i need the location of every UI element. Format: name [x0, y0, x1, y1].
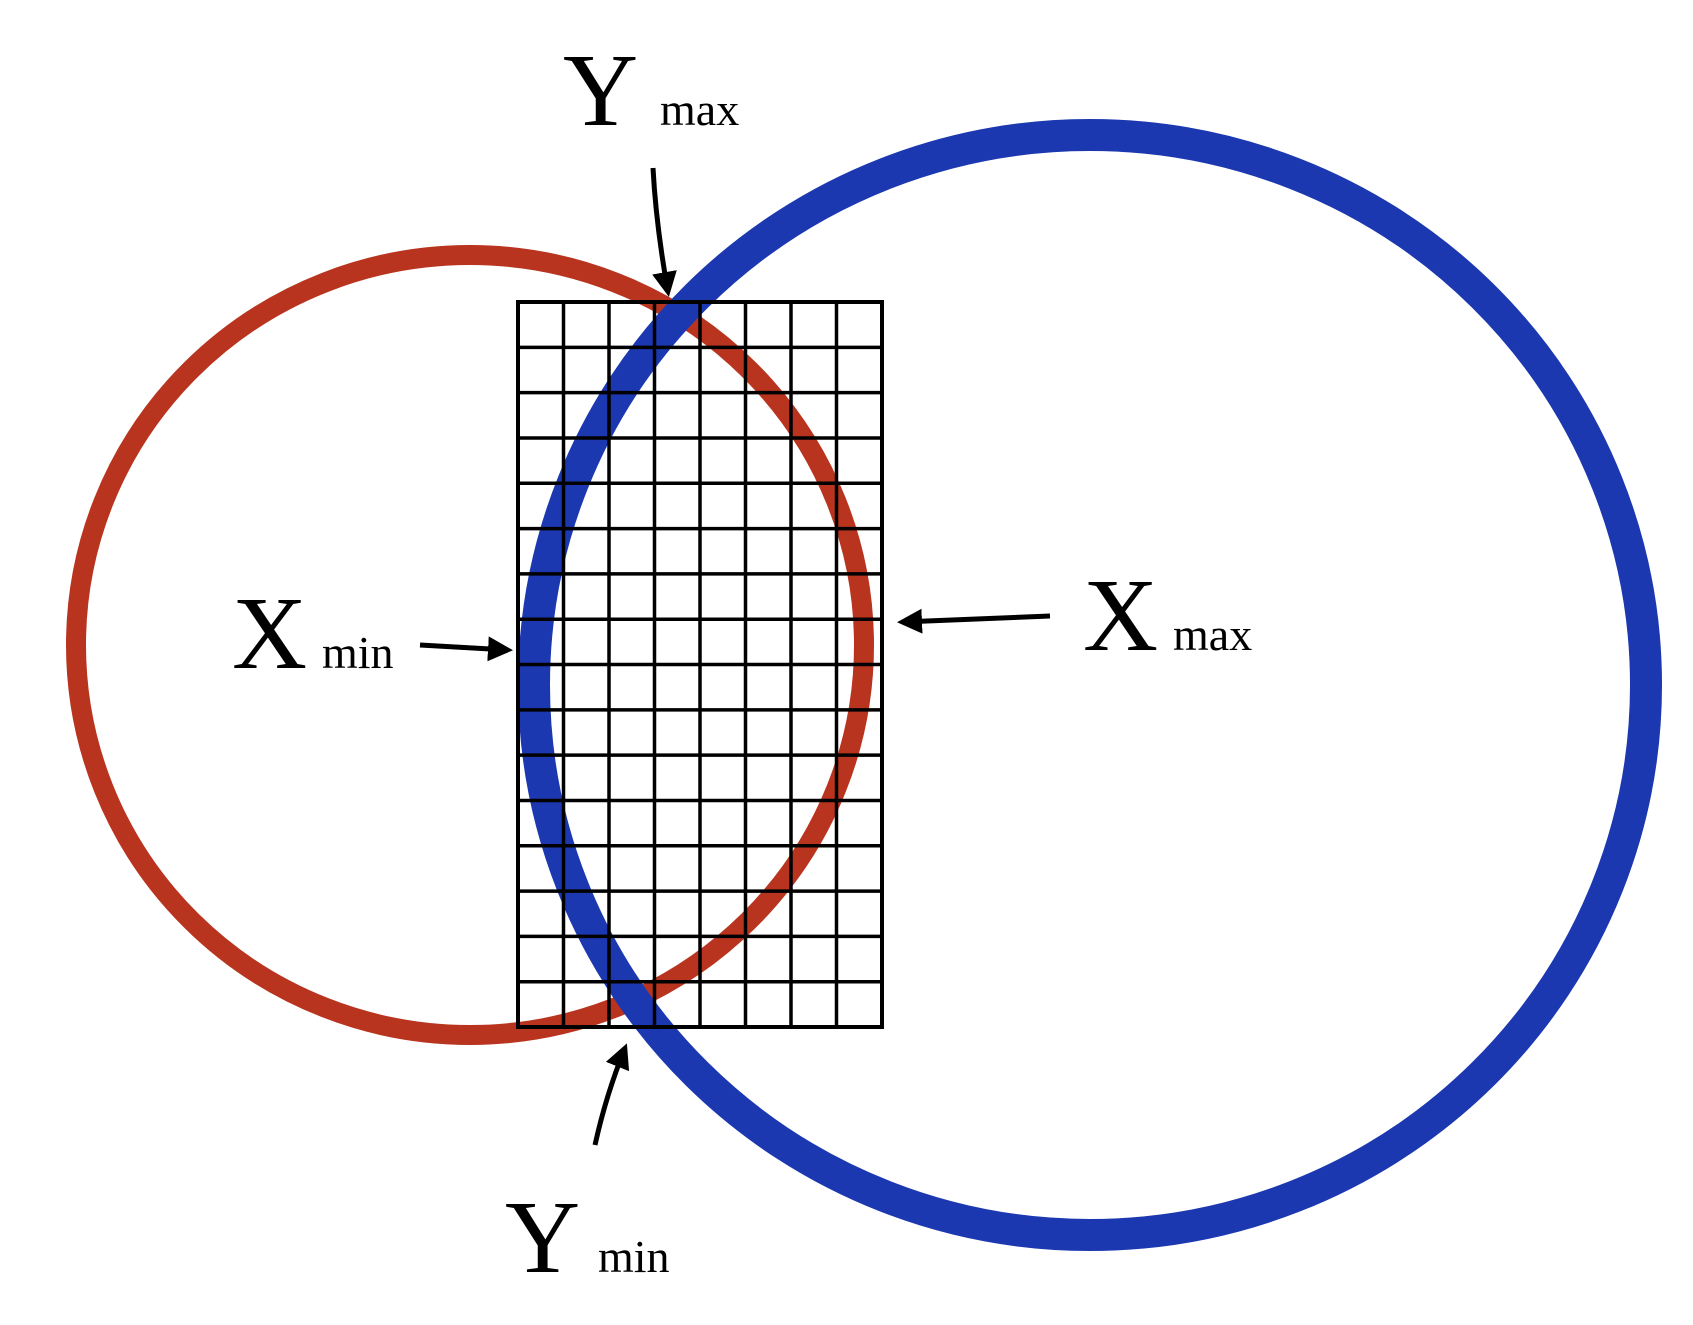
x-max-arrow [897, 608, 1051, 634]
x-min-arrow [419, 636, 513, 662]
x-max-label: X max [1083, 558, 1252, 673]
x-min-label: X min [232, 576, 394, 691]
y-min-arrow [592, 1043, 630, 1146]
red-circle [66, 245, 874, 1045]
y-max-arrow [650, 167, 677, 297]
blue-circle [518, 119, 1662, 1251]
y-min-label: Y min [505, 1180, 670, 1295]
bounding-box-grid [516, 300, 884, 1029]
y-max-label: Y max [563, 33, 739, 148]
